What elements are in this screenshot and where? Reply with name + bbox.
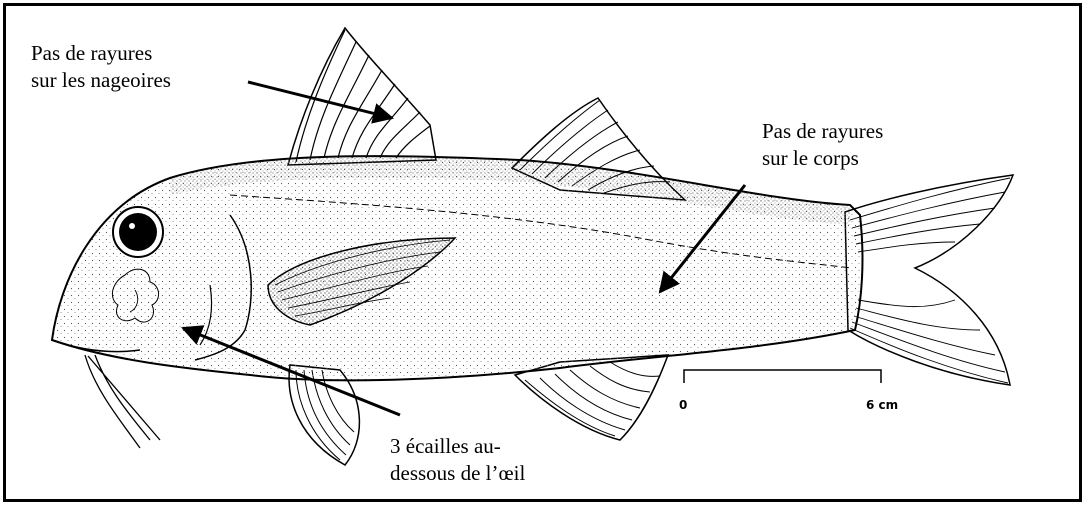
caudal-fin: [845, 175, 1013, 385]
body-annotation: Pas de rayures sur le corps: [762, 118, 883, 172]
fins-annotation-line1: Pas de rayures: [31, 40, 171, 67]
scale-bar: [684, 370, 881, 383]
barbel: [85, 355, 160, 448]
fins-annotation-line2: sur les nageoires: [31, 67, 171, 94]
eye-annotation-line1: 3 écailles au-: [390, 433, 525, 460]
eye-annotation: 3 écailles au- dessous de l’œil: [390, 433, 525, 487]
body-annotation-line1: Pas de rayures: [762, 118, 883, 145]
body-annotation-line2: sur le corps: [762, 145, 883, 172]
fins-annotation: Pas de rayures sur les nageoires: [31, 40, 171, 94]
scale-start-label: 0: [679, 398, 687, 412]
eye-annotation-line2: dessous de l’œil: [390, 460, 525, 487]
scale-end-label: 6 cm: [866, 398, 898, 412]
